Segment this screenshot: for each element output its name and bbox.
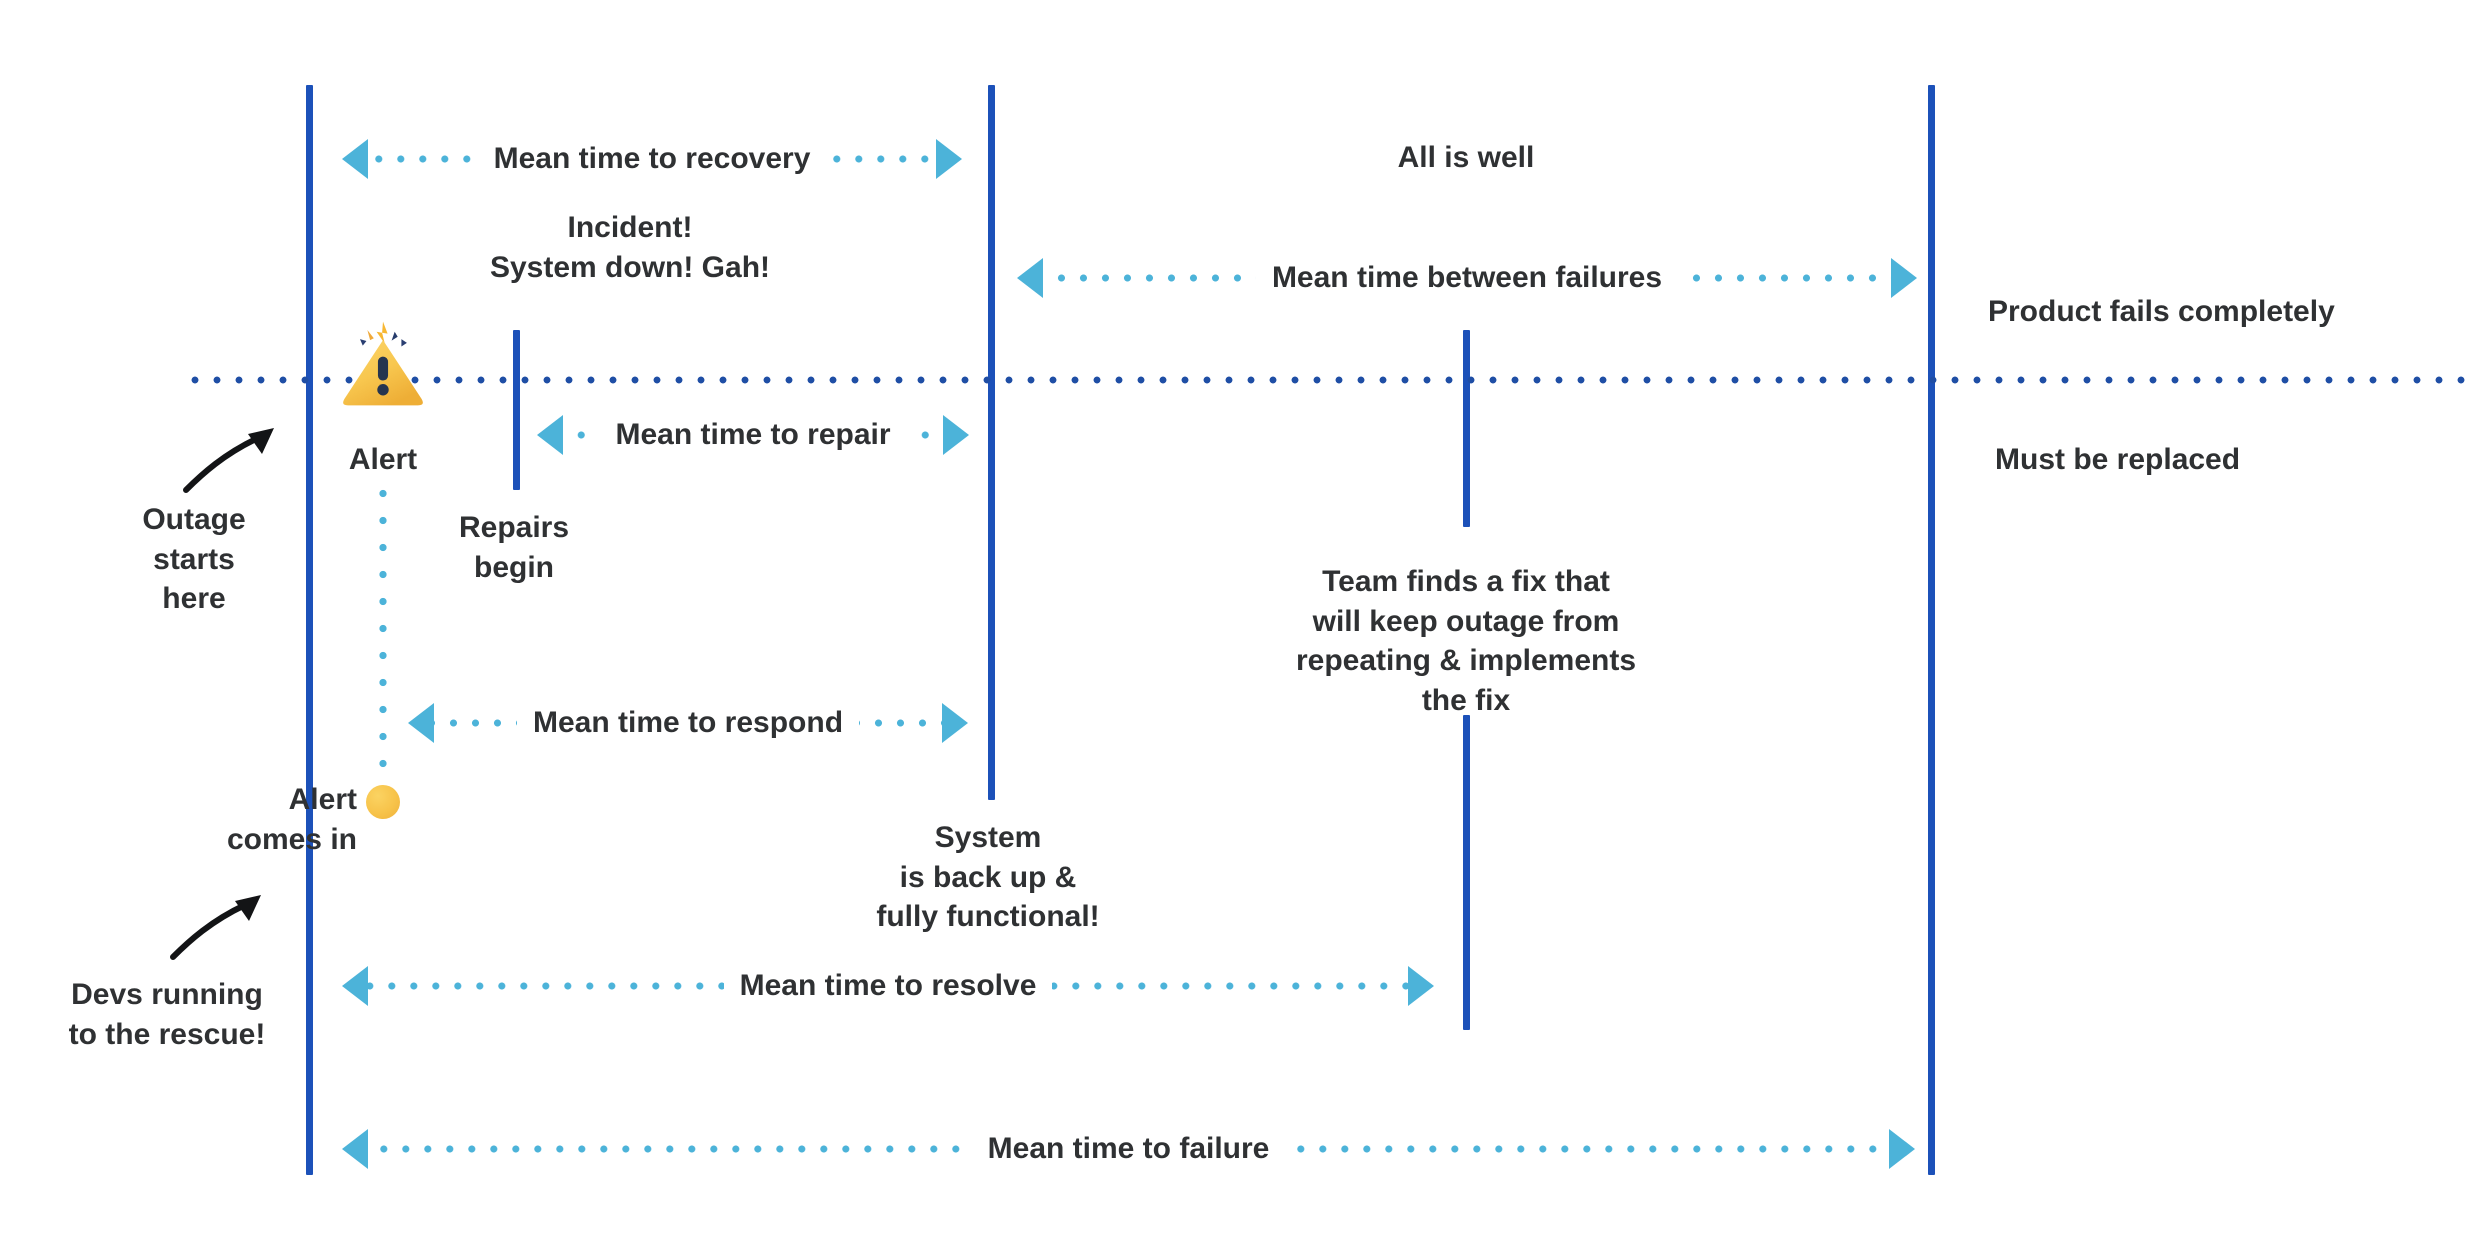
arrow-head-left-icon xyxy=(342,966,368,1006)
arrow-head-right-icon xyxy=(1408,966,1435,1006)
measure-dots xyxy=(434,718,517,728)
measure-mean-time-to-resolve[interactable]: Mean time to resolve xyxy=(342,963,1435,1009)
outage-pointer-curved-arrow-icon xyxy=(178,418,288,498)
arrow-head-right-icon xyxy=(943,415,970,455)
arrow-head-left-icon xyxy=(342,1129,368,1169)
note-repairs-begin: Repairs begin xyxy=(458,511,570,584)
note-alert: Alert xyxy=(348,443,418,476)
measure-mean-time-to-recovery[interactable]: Mean time to recovery xyxy=(342,136,963,182)
note-outage-starts: Outage starts here xyxy=(142,503,246,616)
measure-label: Mean time between failures xyxy=(1271,261,1663,294)
alert-connector-dots xyxy=(378,480,388,790)
arrow-head-right-icon xyxy=(936,139,963,179)
devs-pointer-curved-arrow-icon xyxy=(165,885,275,965)
measure-dots xyxy=(859,718,943,728)
measure-mean-time-between-failures[interactable]: Mean time between failures xyxy=(1017,255,1917,301)
measure-dots xyxy=(368,981,724,991)
milestone-line-system-back-up xyxy=(988,85,995,800)
measure-label: Mean time to failure xyxy=(987,1132,1270,1165)
measure-dots xyxy=(1043,273,1256,283)
arrow-head-left-icon xyxy=(537,415,563,455)
note-incident: Incident! System down! Gah! xyxy=(489,211,771,284)
measure-label: Mean time to repair xyxy=(615,418,891,451)
measure-dots xyxy=(906,430,944,440)
note-devs-running: Devs running to the rescue! xyxy=(68,978,266,1051)
milestone-line-repairs-begin xyxy=(513,330,520,490)
milestone-line-outage-start xyxy=(306,85,313,1175)
measure-label: Mean time to resolve xyxy=(739,969,1037,1002)
note-system-back-up: System is back up & fully functional! xyxy=(876,821,1100,934)
milestone-line-product-fails xyxy=(1928,85,1935,1175)
measure-dots xyxy=(1285,1144,1889,1154)
measure-mean-time-to-repair[interactable]: Mean time to repair xyxy=(537,412,970,458)
note-all-is-well: All is well xyxy=(1397,141,1535,174)
timeline-baseline xyxy=(184,375,2466,385)
arrow-head-left-icon xyxy=(1017,258,1043,298)
measure-label: Mean time to respond xyxy=(532,706,844,739)
measure-mean-time-to-failure[interactable]: Mean time to failure xyxy=(342,1126,1915,1172)
measure-dots xyxy=(826,154,937,164)
arrow-head-left-icon xyxy=(408,703,434,743)
measure-dots xyxy=(368,1144,972,1154)
measure-mean-time-to-respond[interactable]: Mean time to respond xyxy=(408,700,969,746)
measure-label: Mean time to recovery xyxy=(493,142,811,175)
note-team-fix: Team finds a fix that will keep outage f… xyxy=(1295,565,1637,717)
milestone-line-team-fix-upper xyxy=(1463,330,1470,527)
arrow-head-left-icon xyxy=(342,139,368,179)
warning-triangle-icon xyxy=(337,318,429,410)
arrow-head-right-icon xyxy=(1891,258,1917,298)
measure-dots xyxy=(563,430,600,440)
alert-dot-icon xyxy=(366,785,400,819)
measure-dots xyxy=(368,154,478,164)
note-must-be-replaced: Must be replaced xyxy=(1995,443,2241,476)
arrow-head-right-icon xyxy=(1889,1129,1915,1169)
note-alert-comes-in: Alert comes in xyxy=(226,783,357,856)
arrow-head-right-icon xyxy=(942,703,969,743)
measure-dots xyxy=(1052,981,1409,991)
milestone-line-team-fix-lower xyxy=(1463,715,1470,1030)
note-product-fails: Product fails completely xyxy=(1988,295,2335,328)
measure-dots xyxy=(1678,273,1891,283)
